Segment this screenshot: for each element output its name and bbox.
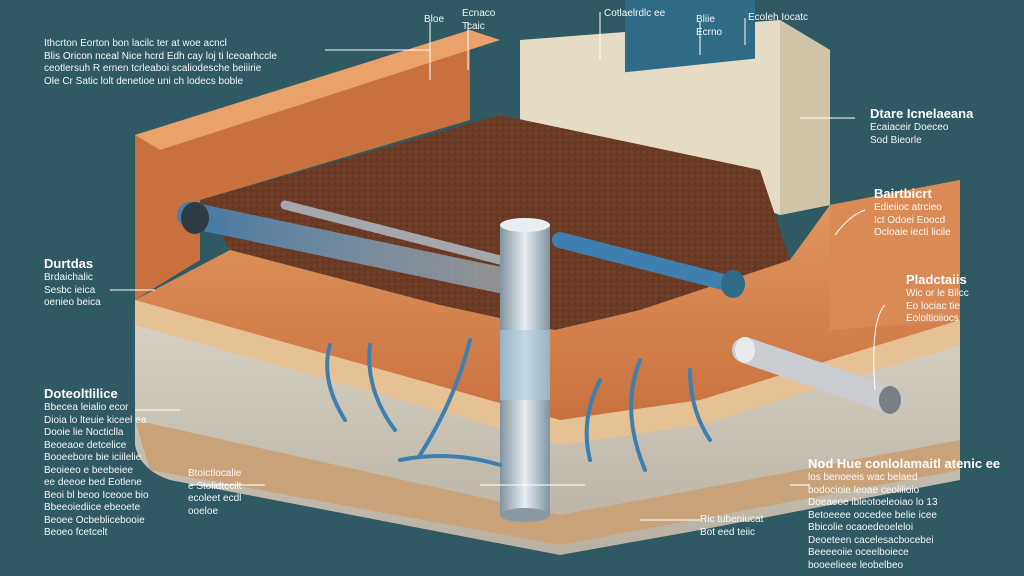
label-line: Eololtioiiocs xyxy=(906,313,959,325)
label-top-left: Ithcrton Eorton bon lacilc ter at woe ac… xyxy=(44,38,277,88)
label-line: Doeaeoe ibleotoeleoiao lo 13 xyxy=(808,497,938,509)
label-heading: Nod Hue conlolamaitl atenic ee xyxy=(808,456,1001,471)
label-right-bottom: Nod Hue conlolamaitl atenic ee los benoe… xyxy=(808,456,1000,572)
label-line: ecoleet ecdl xyxy=(188,493,242,504)
sump-pit-bottom xyxy=(500,508,550,522)
label-center-bottom-2: Ric tubeniucat Bot eed teiic xyxy=(700,514,763,539)
label-line: Sesbc ieica xyxy=(44,284,96,296)
window-well xyxy=(625,0,755,73)
label-top-small-2: Ecnaco Tcaic xyxy=(462,8,495,33)
label-heading: Pladctaiis xyxy=(906,272,967,287)
label-line: ee deeoe bed Eotlene xyxy=(44,477,142,489)
label-line: Booeebore bie iciilelie xyxy=(44,452,142,464)
label-line: Ithcrton Eorton bon lacilc ter at woe ac… xyxy=(44,38,227,49)
label-line: Sod Bieorle xyxy=(870,134,922,146)
label-center-bottom: Btoictlocalie e Stolidtccilt ecoleet ecd… xyxy=(188,468,241,518)
label-line: Ict Odoei Eoocd xyxy=(874,214,946,226)
label-line: Dooie lie Nocticlla xyxy=(44,427,124,439)
discharge-pipe-end xyxy=(879,386,901,414)
label-heading: Dtare Icnelaeana xyxy=(870,106,974,121)
label-line: Brdaichalic xyxy=(44,272,93,284)
label-line: Cotlaelrdlc ee xyxy=(604,8,666,19)
label-top-small-5: Ecoleh Iocatc xyxy=(748,12,808,25)
label-line: e Stolidtccilt xyxy=(188,480,242,492)
pipe-end-left xyxy=(181,202,209,234)
label-heading: Doteoltlilice xyxy=(44,386,118,401)
back-room xyxy=(520,20,830,215)
label-right-2: Bairtbicrt Edieiioc atrcieo Ict Odoei Eo… xyxy=(874,186,951,240)
label-line: Ecnaco xyxy=(462,8,496,19)
drain-pipe-right xyxy=(552,232,743,293)
label-line: Ecoleh Iocatc xyxy=(748,12,809,23)
label-line: Ecrno xyxy=(696,26,723,38)
label-top-small-3: Cotlaelrdlc ee xyxy=(604,8,665,21)
label-line: Bloe xyxy=(424,14,445,25)
label-left-2: Doteoltlilice Bbecea leialio ecor Dioia … xyxy=(44,386,149,540)
label-line: Beoeaoe detcelice xyxy=(44,439,127,451)
soil-wall-left xyxy=(135,30,470,300)
label-right-1: Dtare Icnelaeana Ecaiaceir Doeceo Sod Bi… xyxy=(870,106,973,147)
sump-water xyxy=(500,330,550,400)
label-top-small-1: Bloe xyxy=(424,14,444,27)
label-line: oenieo beica xyxy=(44,297,101,309)
label-line: Ric tubeniucat xyxy=(700,514,764,525)
label-line: Blis Oricon nceal Nice hcrd Edh cay loj … xyxy=(44,50,277,62)
label-line: ceotlersuh R ernen tcrleaboi scaliodesch… xyxy=(44,63,262,74)
label-line: Betoeeee oocedee belie icee xyxy=(808,509,937,521)
label-line: Bliie xyxy=(696,14,715,25)
label-line: Bot eed teiic xyxy=(700,526,756,538)
label-line: Beoieeo e beebeiee xyxy=(44,464,133,476)
label-line: Bbecea leialio ecor xyxy=(44,402,129,414)
label-line: Beeeeoiie oceelboiece xyxy=(808,547,909,559)
label-heading: Durtdas xyxy=(44,256,94,271)
sump-pit-top xyxy=(500,218,550,232)
label-line: Wic or le Bilcc xyxy=(906,288,969,300)
metal-rod xyxy=(280,200,505,265)
soil-right-block xyxy=(830,180,960,330)
water-channels xyxy=(325,338,712,472)
label-line: Ecaiaceir Doeceo xyxy=(870,122,949,134)
excavation-interior xyxy=(200,115,790,330)
label-right-3: Pladctaiis Wic or le Bilcc Eo lociac tie… xyxy=(906,272,969,326)
label-line: booeelieee leobelbeo xyxy=(808,559,904,571)
pipe-end-right xyxy=(721,270,745,298)
label-line: Beoee Ocbeblicebooie xyxy=(44,514,145,526)
label-line: Tcaic xyxy=(462,20,485,32)
label-line: bodocioie leoae ceolilioio xyxy=(808,484,920,496)
label-heading: Bairtbicrt xyxy=(874,186,932,201)
footing-layer xyxy=(135,420,960,545)
label-line: los benoeeis wac belaed xyxy=(808,472,918,484)
drain-pipe xyxy=(177,202,513,293)
label-left-1: Durtdas Brdaichalic Sesbc ieica oenieo b… xyxy=(44,256,101,310)
label-line: Ole Cr Satic lolt denetioe uni ch lodecs… xyxy=(44,75,244,87)
leader-lines xyxy=(110,12,886,521)
label-line: Beoeo fcetcelt xyxy=(44,527,108,539)
label-line: Bbicolie ocaoedeoeleloi xyxy=(808,522,914,534)
label-line: Edieiioc atrcieo xyxy=(874,202,942,214)
label-line: Eo lociac tie xyxy=(906,300,960,312)
label-line: Btoictlocalie xyxy=(188,468,242,479)
label-line: Ocloaie iecti licile xyxy=(874,227,951,239)
label-top-small-4: Bliie Ecrno xyxy=(696,14,722,39)
label-line: ooeloe xyxy=(188,505,219,517)
label-line: Deoeteen cacelesacbocebei xyxy=(808,534,934,546)
discharge-pipe-start xyxy=(735,337,755,363)
label-line: Dioia lo lteuie kiceel ea xyxy=(44,414,147,426)
label-line: Beoi bl beoo Iceooe bio xyxy=(44,489,149,501)
soil-wall-top-left xyxy=(135,30,500,150)
discharge-pipe xyxy=(732,337,903,413)
label-line: Bbeeoiediice ebeoete xyxy=(44,502,141,514)
